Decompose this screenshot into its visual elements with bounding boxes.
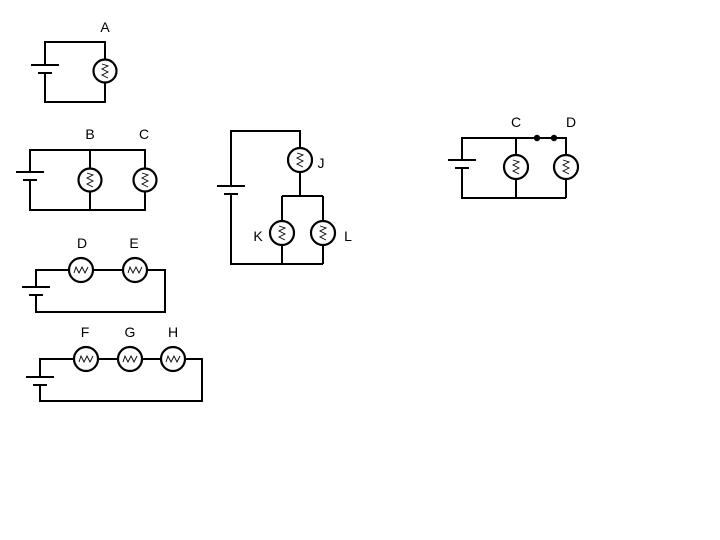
- label-k: K: [253, 228, 263, 244]
- label-h: H: [168, 324, 178, 340]
- wire: [230, 130, 324, 265]
- bulb-d2: [552, 153, 580, 181]
- bulb-d: [67, 256, 95, 284]
- bulb-l-filament: [318, 225, 328, 241]
- bulb-b: [77, 167, 103, 193]
- bulb-k-filament: [277, 225, 287, 241]
- label-a: A: [100, 19, 110, 35]
- bulb-h-filament: [165, 354, 181, 364]
- label-c2: C: [511, 114, 521, 130]
- wire: [29, 149, 146, 211]
- label-c: C: [139, 126, 149, 142]
- label-g: G: [125, 324, 136, 340]
- circuit-jkl: J K L: [217, 130, 352, 265]
- bulb-a-filament: [100, 63, 110, 79]
- bulb-c2-filament: [511, 159, 521, 175]
- circuit-de: D E: [22, 235, 166, 313]
- bulb-h: [159, 345, 187, 373]
- label-d2: D: [566, 114, 576, 130]
- label-e: E: [129, 235, 138, 251]
- circuit-a: A: [31, 19, 118, 103]
- circuit-bc: B C: [16, 126, 158, 211]
- junction-dot: [550, 134, 558, 142]
- label-f: F: [81, 324, 90, 340]
- wire: [461, 137, 567, 199]
- bulb-e: [121, 256, 149, 284]
- label-b: B: [85, 126, 94, 142]
- bulb-c-filament: [140, 172, 150, 188]
- junction-dot: [533, 134, 541, 142]
- bulb-c2: [502, 153, 530, 181]
- bulb-e-filament: [127, 265, 143, 275]
- wire: [44, 41, 106, 103]
- label-j: J: [318, 155, 325, 171]
- bulb-l: [309, 219, 337, 247]
- circuit-fgh: F G H: [26, 324, 203, 402]
- bulb-c: [132, 167, 158, 193]
- bulb-j-filament: [295, 152, 305, 168]
- bulb-f-filament: [78, 354, 94, 364]
- bulb-d2-filament: [561, 159, 571, 175]
- bulb-g: [116, 345, 144, 373]
- circuit-cd: C D: [448, 114, 580, 199]
- label-l: L: [344, 228, 352, 244]
- bulb-a: [92, 58, 118, 84]
- bulb-k: [268, 219, 296, 247]
- wire: [39, 358, 203, 402]
- wire: [35, 269, 166, 313]
- bulb-d-filament: [73, 265, 89, 275]
- bulb-j: [286, 146, 314, 174]
- bulb-b-filament: [85, 172, 95, 188]
- bulb-g-filament: [122, 354, 138, 364]
- bulb-f: [72, 345, 100, 373]
- label-d: D: [77, 235, 87, 251]
